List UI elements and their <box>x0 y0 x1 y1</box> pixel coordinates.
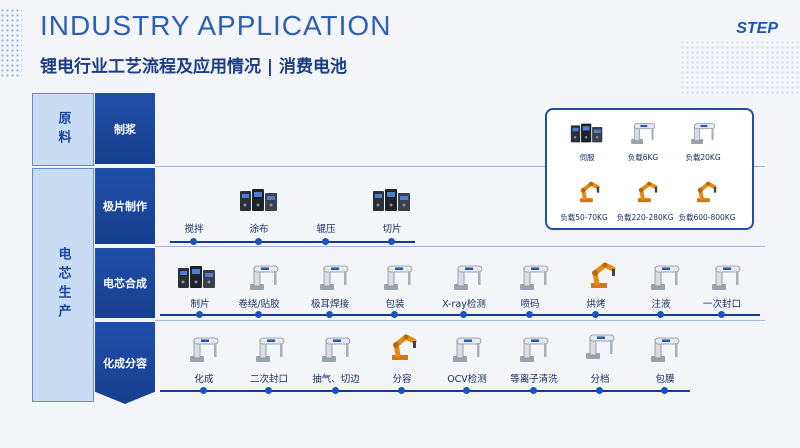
process-formation: 化成分容 <box>95 322 155 404</box>
flow-node <box>661 387 668 394</box>
industrial-robot-icon <box>382 328 422 364</box>
flow-node <box>596 387 603 394</box>
scara-robot-icon <box>184 334 224 364</box>
scara-robot-icon <box>314 262 354 292</box>
industrial-robot-icon <box>630 176 662 206</box>
scara-robot-icon <box>378 262 418 292</box>
flow-node <box>391 311 398 318</box>
legend-label: 负载50-70KG <box>560 213 608 222</box>
legend-label: 负载20KG <box>685 153 721 162</box>
step-label: 一次封口 <box>702 299 742 310</box>
flow-line-electrode <box>170 241 415 243</box>
step-label: 二次封口 <box>249 374 289 385</box>
step-label: 辊压 <box>316 224 336 235</box>
decor-dots-left <box>0 8 22 78</box>
scara-robot-icon <box>706 262 746 292</box>
step-label: 涂布 <box>249 224 269 235</box>
scara-robot-icon <box>316 334 356 364</box>
scara-robot-icon <box>645 334 685 364</box>
row-separator <box>155 320 765 321</box>
servo-drive-icon <box>371 185 413 215</box>
scara-robot-icon <box>244 262 284 292</box>
step-label: 极耳焊接 <box>310 299 350 310</box>
step-label: 注液 <box>651 299 671 310</box>
step-label: X-ray检测 <box>442 299 486 310</box>
step-label: 烘烤 <box>586 299 606 310</box>
scara-robot-icon <box>514 262 554 292</box>
step-label: 制片 <box>190 299 210 310</box>
flow-node <box>332 387 339 394</box>
category-cell-production: 电芯生产 <box>32 168 94 402</box>
flow-node <box>526 311 533 318</box>
legend-label: 负载6KG <box>627 153 659 162</box>
legend-label: 伺服 <box>579 153 595 162</box>
step-label: 抽气、切边 <box>312 374 360 385</box>
flow-node <box>326 311 333 318</box>
row-separator <box>155 246 765 247</box>
servo-drive-icon <box>238 185 280 215</box>
flow-node <box>200 387 207 394</box>
flow-node <box>255 311 262 318</box>
scara-robot-icon <box>580 328 620 364</box>
step-label: 切片 <box>382 224 402 235</box>
legend-label: 负载600-800KG <box>678 213 736 222</box>
step-label: 卷绕/贴胶 <box>238 299 280 310</box>
flow-node <box>255 238 262 245</box>
flow-node <box>718 311 725 318</box>
step-label: 包膜 <box>655 374 675 385</box>
step-label: 分档 <box>590 374 610 385</box>
brand-logo: STEP <box>736 20 778 37</box>
page-title: INDUSTRY APPLICATION <box>40 10 392 41</box>
scara-robot-icon <box>447 334 487 364</box>
scara-robot-icon <box>448 262 488 292</box>
step-label: 喷码 <box>520 299 540 310</box>
scara-robot-icon <box>686 120 720 146</box>
flow-node <box>398 387 405 394</box>
flow-node <box>196 311 203 318</box>
flow-line-formation <box>160 390 690 392</box>
decor-dots-right <box>680 40 800 95</box>
scara-robot-icon <box>645 262 685 292</box>
servo-drive-icon <box>176 262 218 292</box>
flow-node <box>190 238 197 245</box>
scara-robot-icon <box>250 334 290 364</box>
process-electrode: 极片制作 <box>95 168 155 244</box>
flow-node <box>530 387 537 394</box>
category-raw-material: 原料 <box>32 93 94 166</box>
step-label: 包装 <box>385 299 405 310</box>
flow-node <box>388 238 395 245</box>
step-label: 化成 <box>194 374 214 385</box>
step-label: OCV检测 <box>447 374 487 385</box>
page-subtitle: 锂电行业工艺流程及应用情况 | 消费电池 <box>40 57 348 77</box>
process-assembly: 电芯合成 <box>95 248 155 318</box>
row-separator <box>155 166 765 167</box>
flow-node <box>322 238 329 245</box>
servo-drive-icon <box>570 120 604 146</box>
flow-node <box>592 311 599 318</box>
flow-node <box>265 387 272 394</box>
process-slurry: 制浆 <box>95 93 155 164</box>
flow-node <box>657 311 664 318</box>
scara-robot-icon <box>514 334 554 364</box>
flow-node <box>463 387 470 394</box>
step-label: 等离子清洗 <box>510 374 558 385</box>
industrial-robot-icon <box>572 176 604 206</box>
industrial-robot-icon <box>581 256 621 292</box>
step-label: 分容 <box>392 374 412 385</box>
legend-label: 负载220-280KG <box>616 213 674 222</box>
scara-robot-icon <box>626 120 660 146</box>
industrial-robot-icon <box>689 176 721 206</box>
step-label: 搅拌 <box>184 224 204 235</box>
flow-node <box>460 311 467 318</box>
